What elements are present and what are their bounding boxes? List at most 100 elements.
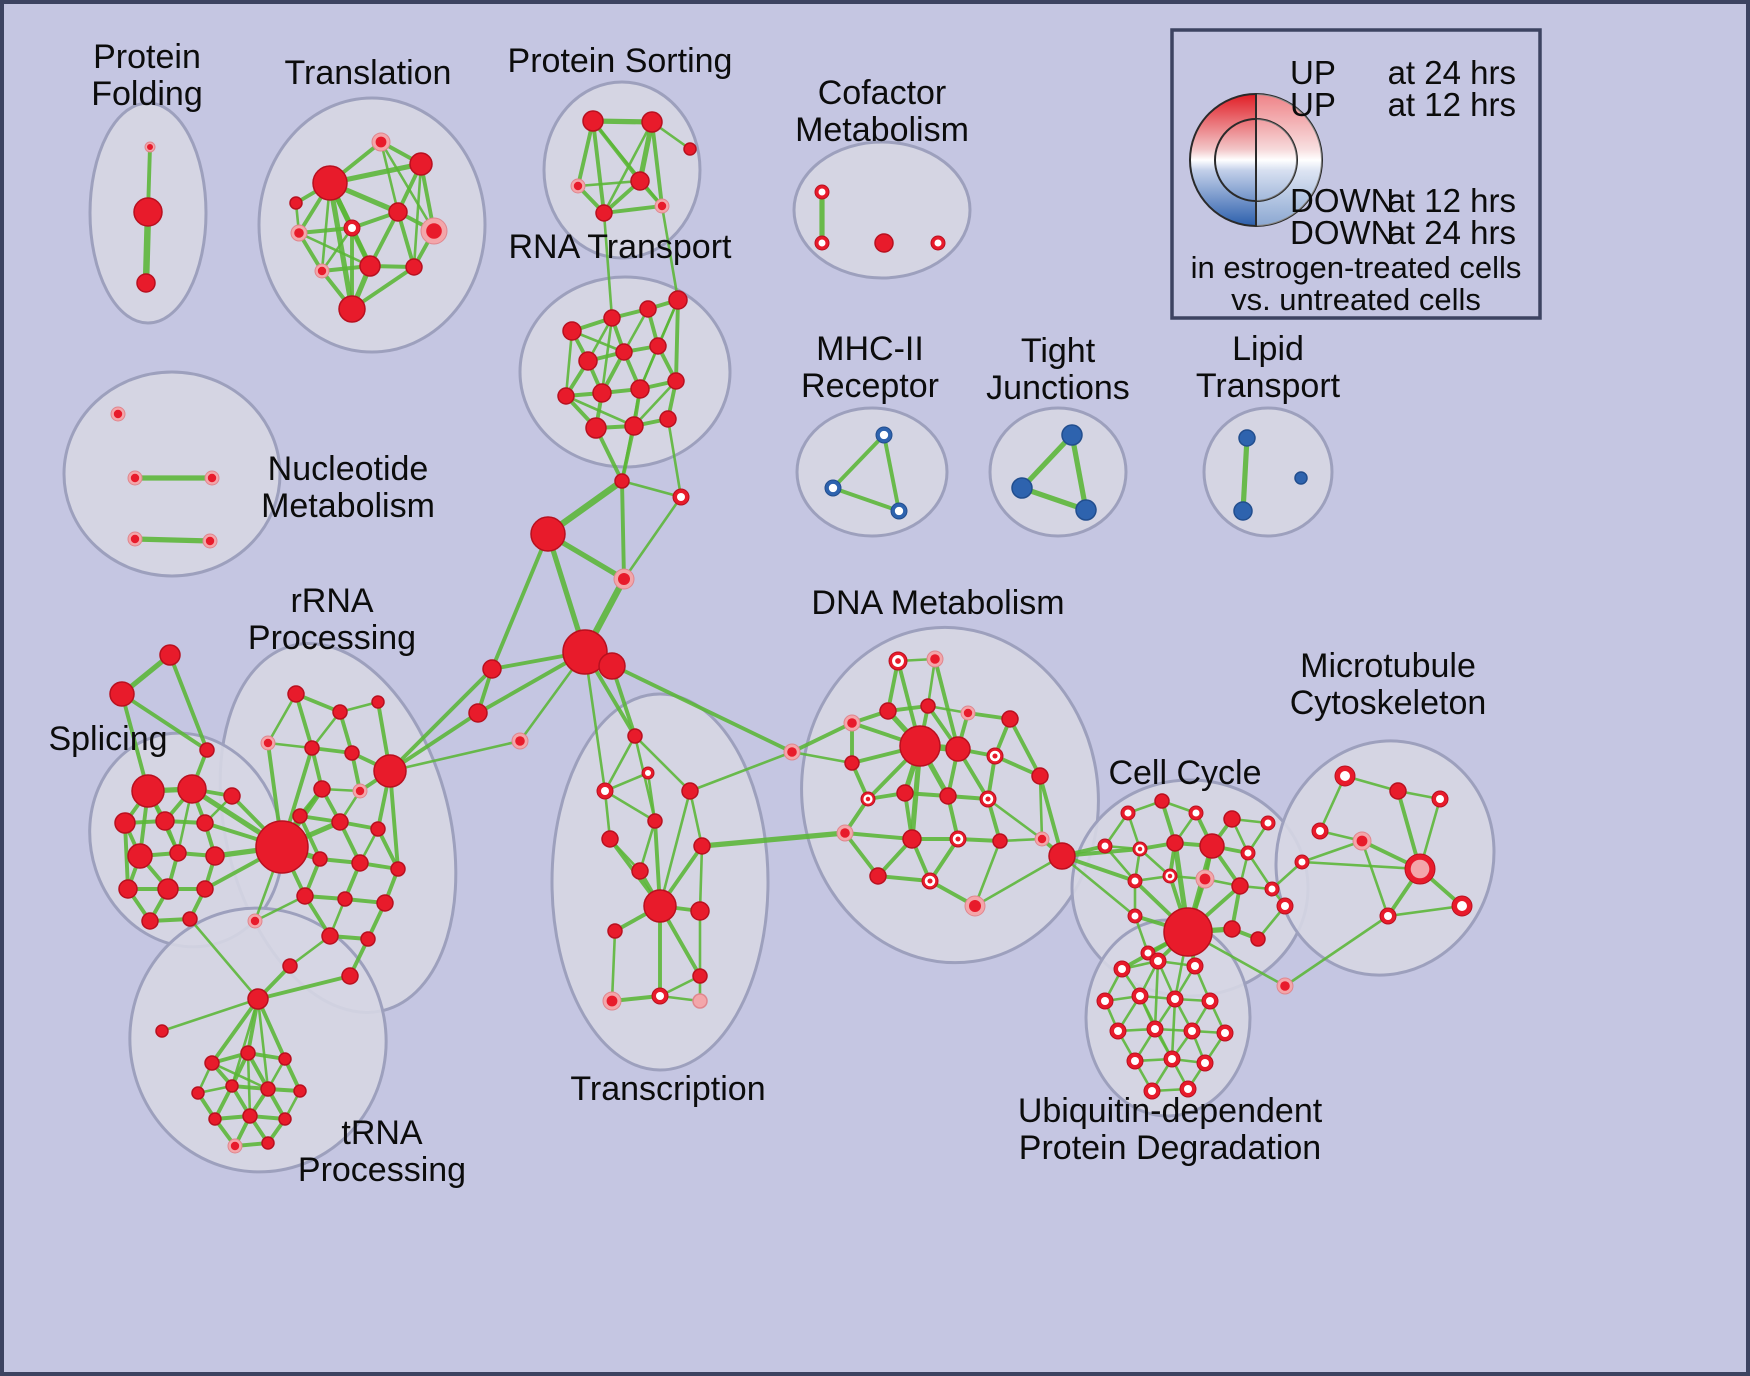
node-shape — [204, 1055, 220, 1071]
network-edge — [297, 231, 372, 268]
node-shape — [630, 379, 650, 399]
gene-node-cc3 — [1188, 805, 1204, 821]
gene-node-rt1 — [562, 321, 582, 341]
network-edge — [246, 1051, 252, 1118]
gene-node-rr18 — [376, 894, 394, 912]
node-shape — [969, 900, 981, 912]
gene-node-mc2 — [1389, 782, 1407, 800]
cluster-label-lipid-transport-line2: Transport — [1196, 367, 1341, 405]
gene-node-rr23 — [247, 913, 263, 929]
node-shape — [1131, 877, 1139, 885]
node-shape — [1410, 859, 1430, 879]
gene-node-rr17 — [337, 891, 353, 907]
gene-node-nm3 — [204, 470, 220, 486]
gene-node-cn4 — [613, 568, 635, 590]
node-shape — [405, 258, 423, 276]
gene-node-tr12 — [289, 196, 303, 210]
gene-node-mcl — [1294, 854, 1310, 870]
node-shape — [865, 796, 871, 802]
node-shape — [1201, 1059, 1209, 1067]
node-shape — [601, 830, 619, 848]
node-shape — [242, 1108, 258, 1124]
node-shape — [136, 273, 156, 293]
node-shape — [1131, 1057, 1139, 1065]
network-edge — [388, 739, 522, 773]
gene-node-tn13 — [155, 1024, 169, 1038]
gene-node-tn7 — [293, 1084, 307, 1098]
node-shape — [1280, 981, 1290, 991]
node-shape — [985, 796, 991, 802]
node-shape — [1340, 771, 1350, 781]
cluster-nucleotide-metabolism — [62, 370, 282, 578]
node-shape — [874, 233, 894, 253]
node-shape — [1268, 885, 1276, 893]
node-shape — [1221, 1029, 1229, 1037]
node-shape — [182, 911, 198, 927]
cluster-label-nucleotide-metabolism-line1: Nucleotide — [268, 450, 429, 488]
gene-node-cc1 — [1120, 805, 1136, 821]
gene-node-tn8 — [208, 1112, 222, 1126]
gene-node-cc11 — [1127, 873, 1143, 889]
node-shape — [631, 862, 649, 880]
network-edge — [688, 789, 704, 848]
network-edge — [1060, 854, 1137, 918]
gene-node-sp7 — [127, 843, 153, 869]
node-shape — [1298, 858, 1306, 866]
network-edge — [490, 532, 550, 671]
gene-node-rr4 — [260, 735, 276, 751]
node-shape — [1137, 846, 1143, 852]
node-shape — [376, 894, 394, 912]
node-shape — [692, 993, 708, 1009]
cluster-label-rrna-processing-line2: Processing — [248, 619, 416, 657]
gene-node-cc4 — [1223, 810, 1241, 828]
node-shape — [1436, 795, 1444, 803]
network-edge — [831, 433, 886, 490]
network-edge — [412, 162, 423, 269]
node-shape — [230, 1141, 240, 1151]
node-shape — [317, 266, 327, 276]
gene-node-lt1 — [1238, 429, 1256, 447]
node-shape — [1457, 901, 1467, 911]
gene-node-rr11 — [331, 813, 349, 831]
gene-node-sp14 — [182, 911, 198, 927]
gene-node-st1 — [159, 644, 181, 666]
cluster-lipid-transport — [1202, 406, 1334, 538]
gene-node-dm17 — [902, 829, 922, 849]
node-shape — [641, 111, 663, 133]
cluster-label-microtubule-cytoskeleton-line1: Microtubule — [1300, 647, 1476, 685]
gene-node-cm4 — [930, 235, 946, 251]
gene-node-lt2 — [1233, 501, 1253, 521]
gene-node-ps7 — [683, 142, 697, 156]
node-shape — [240, 1045, 256, 1061]
node-shape — [159, 644, 181, 666]
gene-node-dm2 — [926, 650, 944, 668]
gene-node-sp13 — [141, 912, 159, 930]
node-shape — [693, 837, 711, 855]
node-shape — [1114, 1027, 1122, 1035]
gene-node-dm3 — [843, 714, 861, 732]
node-shape — [196, 814, 214, 832]
gene-node-cc5 — [1260, 815, 1276, 831]
node-shape — [649, 337, 667, 355]
network-edge — [379, 140, 436, 233]
gene-node-cm1 — [814, 184, 830, 200]
legend-caption-line2: vs. untreated cells — [1231, 282, 1481, 317]
gene-node-mc4 — [1311, 822, 1329, 840]
cluster-label-trna-processing-line2: Processing — [298, 1151, 466, 1189]
gene-node-rr13 — [312, 851, 328, 867]
node-shape — [582, 110, 604, 132]
network-edge — [790, 750, 854, 765]
node-shape — [963, 708, 973, 718]
network-edge — [253, 894, 307, 923]
node-shape — [1101, 997, 1109, 1005]
gene-node-dm22 — [964, 895, 986, 917]
node-shape — [683, 142, 697, 156]
gene-node-rr16 — [296, 887, 314, 905]
network-edge — [790, 721, 854, 754]
node-shape — [1188, 1027, 1196, 1035]
gene-node-ub2 — [1149, 952, 1167, 970]
gene-node-rr14 — [351, 854, 369, 872]
node-shape — [920, 698, 936, 714]
node-shape — [828, 483, 838, 493]
node-shape — [278, 1112, 292, 1126]
